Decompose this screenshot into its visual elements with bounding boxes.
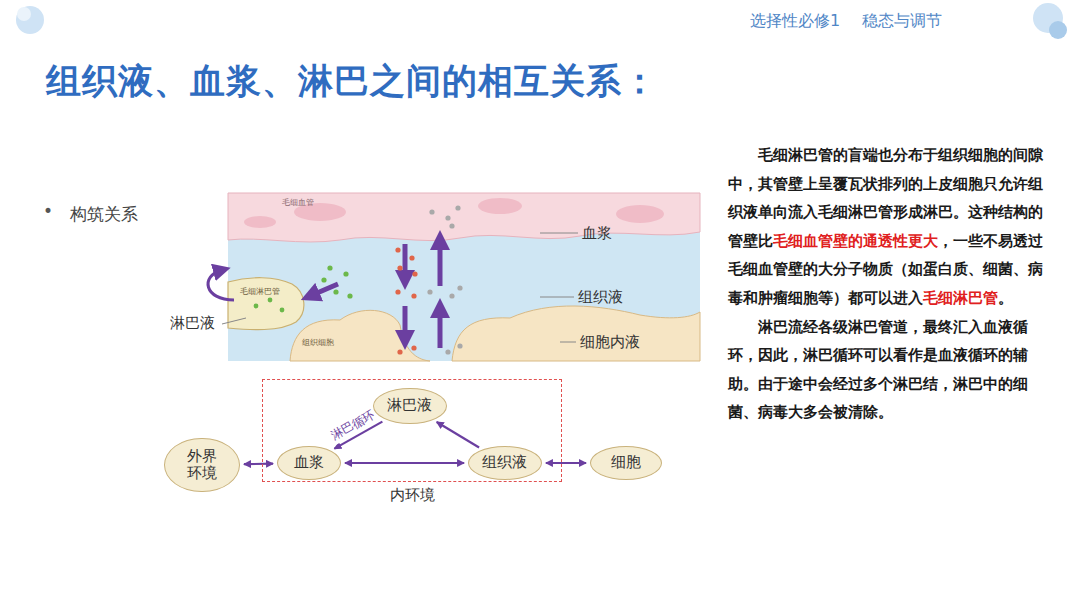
blood-cell [244,216,276,228]
slide-title: 组织液、血浆、淋巴之间的相互关系： [46,58,658,105]
part-label: 毛细淋巴管 [240,286,280,297]
node-label: 外界环境 [186,448,218,483]
blood-cell [616,205,664,223]
deco-circle [17,7,31,21]
blood-cell [478,198,522,214]
deco-circle [1049,21,1067,39]
lymph-capillary [228,278,304,330]
node-label: 细胞 [611,454,641,471]
lymph-return-arrow [208,270,234,300]
region-box: 内环境淋巴液血浆组织液 [262,379,562,482]
bullet: • [43,201,53,221]
solute-dots [254,205,463,354]
ellipse-node: 淋巴液 [373,388,447,424]
body-text: 。 [998,289,1013,307]
body-text: 淋巴流经各级淋巴管道，最终汇入血液循环，因此，淋巴循环可以看作是血液循环的辅助。… [728,318,1028,422]
highlight-text: 毛细淋巴管 [923,289,998,307]
part-label: 血浆 [582,224,612,243]
part-label: 组织液 [578,288,623,307]
ellipse-node: 细胞 [590,446,662,480]
tissue-cell [452,306,700,361]
part-label: 淋巴液 [170,314,215,333]
part-label: 组织细胞 [302,337,334,348]
flow-arrow [438,308,443,348]
part-label: 细胞内液 [580,333,640,352]
paragraph: 毛细淋巴管的盲端也分布于组织细胞的间隙中，其管壁上呈覆瓦状排列的上皮细胞只允许组… [728,141,1052,313]
node-label: 血浆 [294,454,324,471]
node-label: 组织液 [482,454,527,471]
explanation-text: 毛细淋巴管的盲端也分布于组织细胞的间隙中，其管壁上呈覆瓦状排列的上皮细胞只允许组… [728,141,1052,427]
section-label: 构筑关系 [70,203,138,226]
flow-arrow [403,244,408,280]
ellipse-node: 组织液 [468,446,542,480]
connector [345,462,464,464]
connector [546,462,586,464]
tissue-cell [290,310,430,361]
tissue-background [228,193,700,361]
leader-lines [222,233,578,342]
highlight-text: 毛细血管壁的通透性更大 [773,232,938,250]
part-label: 毛细血管 [282,197,314,208]
ellipse-node: 外界环境 [164,438,240,493]
flow-arrow [438,240,443,286]
header-text: 稳态与调节 [862,11,942,32]
connector [244,463,273,466]
paragraph: 淋巴流经各级淋巴管道，最终汇入血液循环，因此，淋巴循环可以看作是血液循环的辅助。… [728,313,1052,427]
deco-circle [16,6,44,34]
flow-arrow [310,284,338,296]
region-label: 内环境 [263,486,561,505]
capillary [228,193,700,242]
flow-arrow [403,306,408,340]
header-text: 选择性必修1 [750,11,840,32]
node-label: 淋巴液 [387,397,432,414]
ellipse-node: 血浆 [277,446,341,480]
connector [437,422,479,447]
